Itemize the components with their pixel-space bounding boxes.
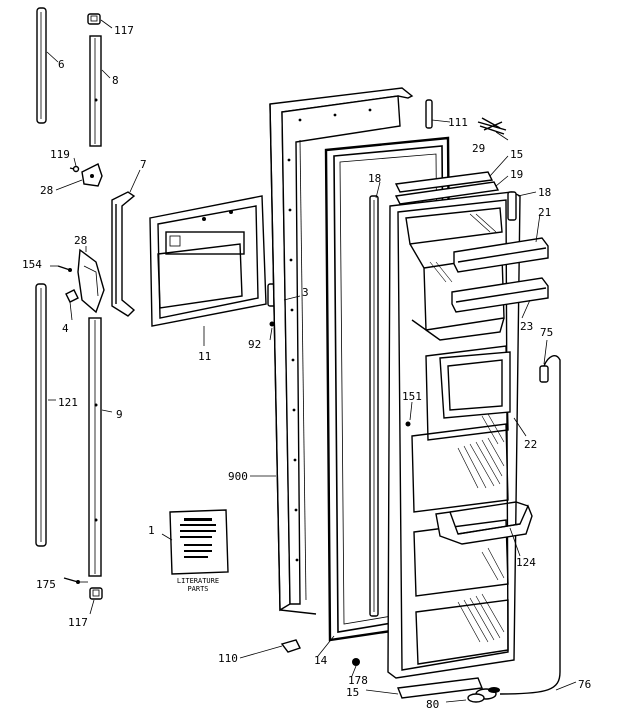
part-15-bottom-cap — [397, 677, 483, 699]
label-110: 110 — [218, 652, 238, 665]
part-178-screw — [352, 658, 360, 666]
part-117-clip-top — [87, 13, 101, 25]
door-inner-liner — [387, 191, 521, 679]
label-117-bottom: 117 — [68, 616, 88, 629]
label-117-top: 117 — [114, 24, 134, 37]
part-4-clip — [65, 289, 79, 303]
label-75: 75 — [540, 326, 553, 339]
part-154-screw — [57, 265, 72, 272]
part-23-shelf-bar — [451, 277, 549, 313]
label-23: 23 — [520, 320, 533, 333]
part-28-bracket-lower — [77, 248, 105, 314]
label-175: 175 — [36, 578, 56, 591]
label-80: 80 — [426, 698, 439, 711]
label-111: 111 — [448, 116, 468, 129]
part-11-dispenser-panel — [149, 195, 267, 327]
label-92: 92 — [248, 338, 261, 351]
part-18-strip-right — [507, 191, 517, 221]
label-11: 11 — [198, 350, 211, 363]
label-178: 178 — [348, 674, 368, 687]
part-117-clip-bottom — [89, 587, 103, 600]
literature-caption-line2: PARTS — [187, 585, 208, 593]
part-8-rail — [89, 35, 102, 147]
label-15-top: 15 — [510, 148, 523, 161]
part-92-screw — [269, 321, 275, 327]
label-22: 22 — [524, 438, 537, 451]
label-15-bottom: 15 — [346, 686, 359, 699]
literature-caption-line1: LITERATURE — [177, 577, 219, 585]
part-9-rail — [88, 317, 102, 577]
part-6-strip — [36, 7, 47, 124]
label-154: 154 — [22, 258, 42, 271]
label-19: 19 — [510, 168, 523, 181]
label-18-left: 18 — [368, 172, 381, 185]
part-900-door-outer — [269, 87, 414, 615]
label-28-lower: 28 — [74, 234, 87, 247]
label-900: 900 — [228, 470, 248, 483]
label-29: 29 — [472, 142, 485, 155]
part-124-bin — [435, 501, 533, 545]
label-119: 119 — [50, 148, 70, 161]
part-111-small-part — [425, 99, 433, 129]
label-121: 121 — [58, 396, 78, 409]
part-21-shelf-bar — [453, 237, 549, 273]
label-76: 76 — [578, 678, 591, 691]
part-110-plug — [280, 639, 301, 653]
label-3: 3 — [302, 286, 309, 299]
part-22-dispenser-cover — [439, 351, 511, 419]
label-4: 4 — [62, 322, 69, 335]
label-9: 9 — [116, 408, 123, 421]
part-18-strip-left — [369, 195, 379, 617]
part-15-top-cap — [394, 171, 494, 193]
part-labels: 117 6 8 111 119 7 29 15 28 18 19 18 21 2… — [22, 24, 591, 711]
part-7-handle — [111, 191, 136, 317]
label-28-top: 28 — [40, 184, 53, 197]
label-6: 6 — [58, 58, 65, 71]
label-8: 8 — [112, 74, 119, 87]
label-124: 124 — [516, 556, 536, 569]
part-121-strip — [35, 283, 47, 547]
part-80-caps — [467, 687, 500, 703]
part-19-bracket — [394, 181, 500, 205]
label-14: 14 — [314, 654, 328, 667]
leader-lines — [46, 19, 577, 703]
part-75-connector — [539, 365, 549, 383]
label-7: 7 — [140, 158, 147, 171]
part-29-wire-ties — [477, 117, 507, 135]
part-76-tubing — [499, 355, 561, 695]
label-21: 21 — [538, 206, 551, 219]
label-18-right: 18 — [538, 186, 551, 199]
label-1: 1 — [148, 524, 155, 537]
part-28-bracket-top — [69, 163, 103, 187]
part-1-literature: LITERATURE PARTS — [169, 509, 229, 593]
part-175-screw — [63, 577, 80, 584]
label-151: 151 — [402, 390, 422, 403]
